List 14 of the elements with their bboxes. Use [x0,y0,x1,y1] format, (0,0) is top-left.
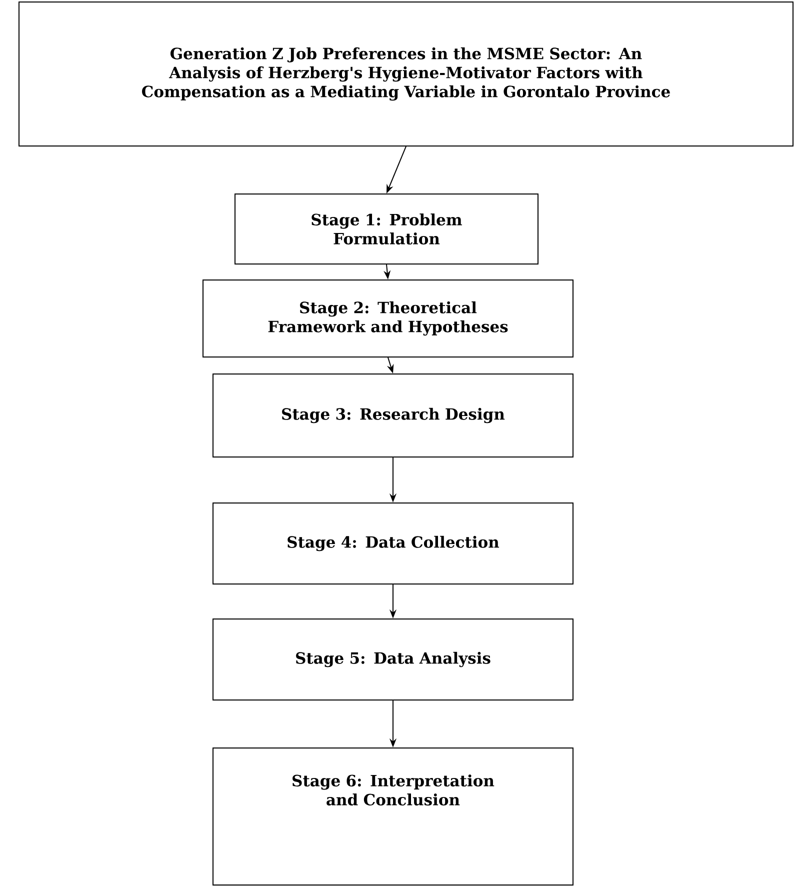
process-box [234,194,538,264]
process-box [18,2,794,146]
box-text: Stage 3: Research Design [282,408,505,424]
box-text: Stage 4: Data Collection [288,536,500,552]
box-text: Stage 2: Theoretical Framework and Hypotheses [268,301,508,336]
process-box [202,280,574,358]
process-box [212,618,574,700]
box-text: Stage 5: Data Analysis [296,652,490,668]
process-box [212,502,574,584]
process-box [212,748,574,886]
process-box [212,374,574,458]
box-text: Stage 1: Problem Formulation [312,214,462,244]
box-text: Generation Z Job Preferences in the MSME Sector: An Analysis of Herzberg's Hygiene-Motivator Factors with Compensation as a Mediating Variable in Gorontalo Province [142,47,670,101]
box-text: Stage 6: Interpretation and Conclusion [292,774,494,806]
